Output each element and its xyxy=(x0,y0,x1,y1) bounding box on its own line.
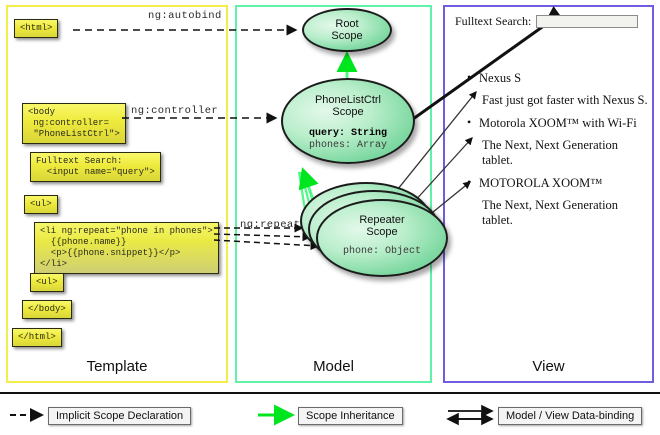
scope-repeater: Repeater Scope phone: Object xyxy=(316,199,448,277)
label-ng-autobind: ng:autobind xyxy=(148,10,222,22)
phone-name: MOTOROLA XOOM™ xyxy=(467,175,650,191)
code-box-body: <body ng:controller= "PhoneListCtrl"> xyxy=(22,103,126,144)
code-box-body-close: </body> xyxy=(22,300,72,319)
label-ng-controller: ng:controller xyxy=(131,105,219,117)
scope-prop-query: query: String xyxy=(308,128,388,139)
phone-list: Nexus S Fast just got faster with Nexus … xyxy=(455,70,650,228)
phone-name: Motorola XOOM™ with Wi-Fi xyxy=(467,115,650,131)
fulltext-search-label: Fulltext Search: xyxy=(455,14,532,28)
phone-name: Nexus S xyxy=(467,70,650,86)
column-label-view: View xyxy=(532,358,565,375)
scope-phonelistctrl-title-2: Scope xyxy=(332,106,364,118)
scope-root: Root Scope xyxy=(302,8,392,52)
scope-phonelistctrl: PhoneListCtrl Scope query: String phones… xyxy=(281,78,415,164)
column-template xyxy=(6,5,228,383)
code-box-html-close: </html> xyxy=(12,328,62,347)
phone-snippet: The Next, Next Generation tablet. xyxy=(482,198,619,227)
column-label-template: Template xyxy=(86,358,148,375)
scope-root-title-2: Scope xyxy=(331,30,363,42)
code-box-li-repeat: <li ng:repeat="phone in phones"> {{phone… xyxy=(34,222,219,274)
scope-repeater-title-2: Scope xyxy=(366,226,398,238)
scope-prop-phones: phones: Array xyxy=(308,140,388,151)
legend-label-implicit-scope: Implicit Scope Declaration xyxy=(48,407,192,425)
column-label-model: Model xyxy=(313,358,354,375)
scope-prop-phone: phone: Object xyxy=(342,246,422,257)
legend-label-data-binding: Model / View Data-binding xyxy=(498,407,643,425)
phone-snippet: The Next, Next Generation tablet. xyxy=(482,138,619,167)
code-box-html: <html> xyxy=(14,19,59,38)
rendered-view: Fulltext Search: Nexus S Fast just got f… xyxy=(455,14,650,236)
code-box-search: Fulltext Search: <input name="query"> xyxy=(30,152,161,182)
scope-root-title-1: Root xyxy=(335,18,359,30)
fulltext-search-row: Fulltext Search: xyxy=(455,14,650,29)
code-box-ul-open: <ul> xyxy=(24,195,58,214)
code-box-ul-close: <ul> xyxy=(30,273,64,292)
legend-divider xyxy=(0,392,660,394)
list-item: Nexus S Fast just got faster with Nexus … xyxy=(467,70,650,108)
fulltext-search-input[interactable] xyxy=(536,15,639,28)
scope-repeater-title-1: Repeater xyxy=(359,214,405,226)
legend-label-scope-inheritance: Scope Inheritance xyxy=(298,407,403,425)
phone-snippet: Fast just got faster with Nexus S. xyxy=(482,93,648,107)
list-item: Motorola XOOM™ with Wi-Fi The Next, Next… xyxy=(467,115,650,168)
label-ng-repeat: ng:repeat xyxy=(240,219,301,231)
scope-phonelistctrl-title-1: PhoneListCtrl xyxy=(314,94,382,106)
list-item: MOTOROLA XOOM™ The Next, Next Generation… xyxy=(467,175,650,228)
